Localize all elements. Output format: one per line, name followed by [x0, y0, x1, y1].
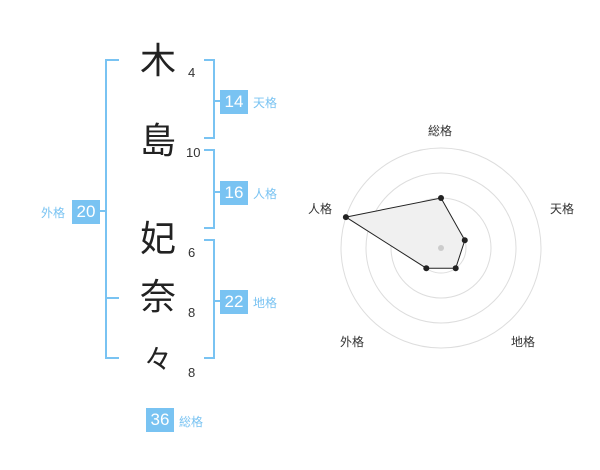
radar-data-area: [344, 197, 466, 269]
name-char-1: 木: [139, 41, 176, 82]
stroke-count-1: 4: [188, 65, 196, 80]
radar-point-4: [423, 265, 430, 272]
jinkaku-label: 人格: [253, 187, 278, 201]
radar-point-2: [461, 237, 468, 244]
stroke-count-3: 6: [188, 245, 196, 260]
radar-axis-label-soukaku: 総格: [428, 124, 453, 138]
tenkaku-label: 天格: [253, 96, 278, 110]
radar-axis-label-chikaku: 地格: [511, 335, 536, 349]
gaikaku-value: 20: [72, 200, 100, 224]
jinkaku-bracket: [204, 149, 215, 229]
radar-axis-label-gaikaku: 外格: [340, 335, 365, 349]
soukaku-value: 36: [146, 408, 174, 432]
chikaku-value: 22: [220, 290, 248, 314]
stroke-count-2: 10: [186, 145, 201, 160]
radar-axis-label-tenkaku: 天格: [550, 202, 575, 216]
radar-grid-ring: [365, 172, 517, 324]
jinkaku-value: 16: [220, 181, 248, 205]
name-char-4: 奈: [139, 277, 176, 318]
radar-center-dot: [438, 245, 444, 251]
gaikaku-label: 外格: [41, 206, 66, 220]
chikaku-label: 地格: [253, 296, 278, 310]
chikaku-bracket: [204, 239, 215, 359]
radar-point-5: [342, 214, 349, 221]
tenkaku-bracket: [204, 59, 215, 139]
name-char-2: 島: [139, 121, 176, 162]
stroke-count-4: 8: [188, 305, 196, 320]
radar-point-1: [438, 195, 444, 201]
name-char-3: 妃: [139, 219, 176, 260]
radar-point-3: [452, 265, 459, 272]
gaikaku-bracket: [105, 59, 119, 359]
radar-chart: [340, 147, 542, 349]
radar-grid-ring: [340, 147, 542, 349]
soukaku-label: 総格: [179, 415, 204, 429]
tenkaku-value: 14: [220, 90, 248, 114]
stroke-count-5: 8: [188, 365, 196, 380]
radar-axis-label-jinkaku: 人格: [308, 202, 333, 216]
name-char-5: 々: [143, 343, 172, 376]
